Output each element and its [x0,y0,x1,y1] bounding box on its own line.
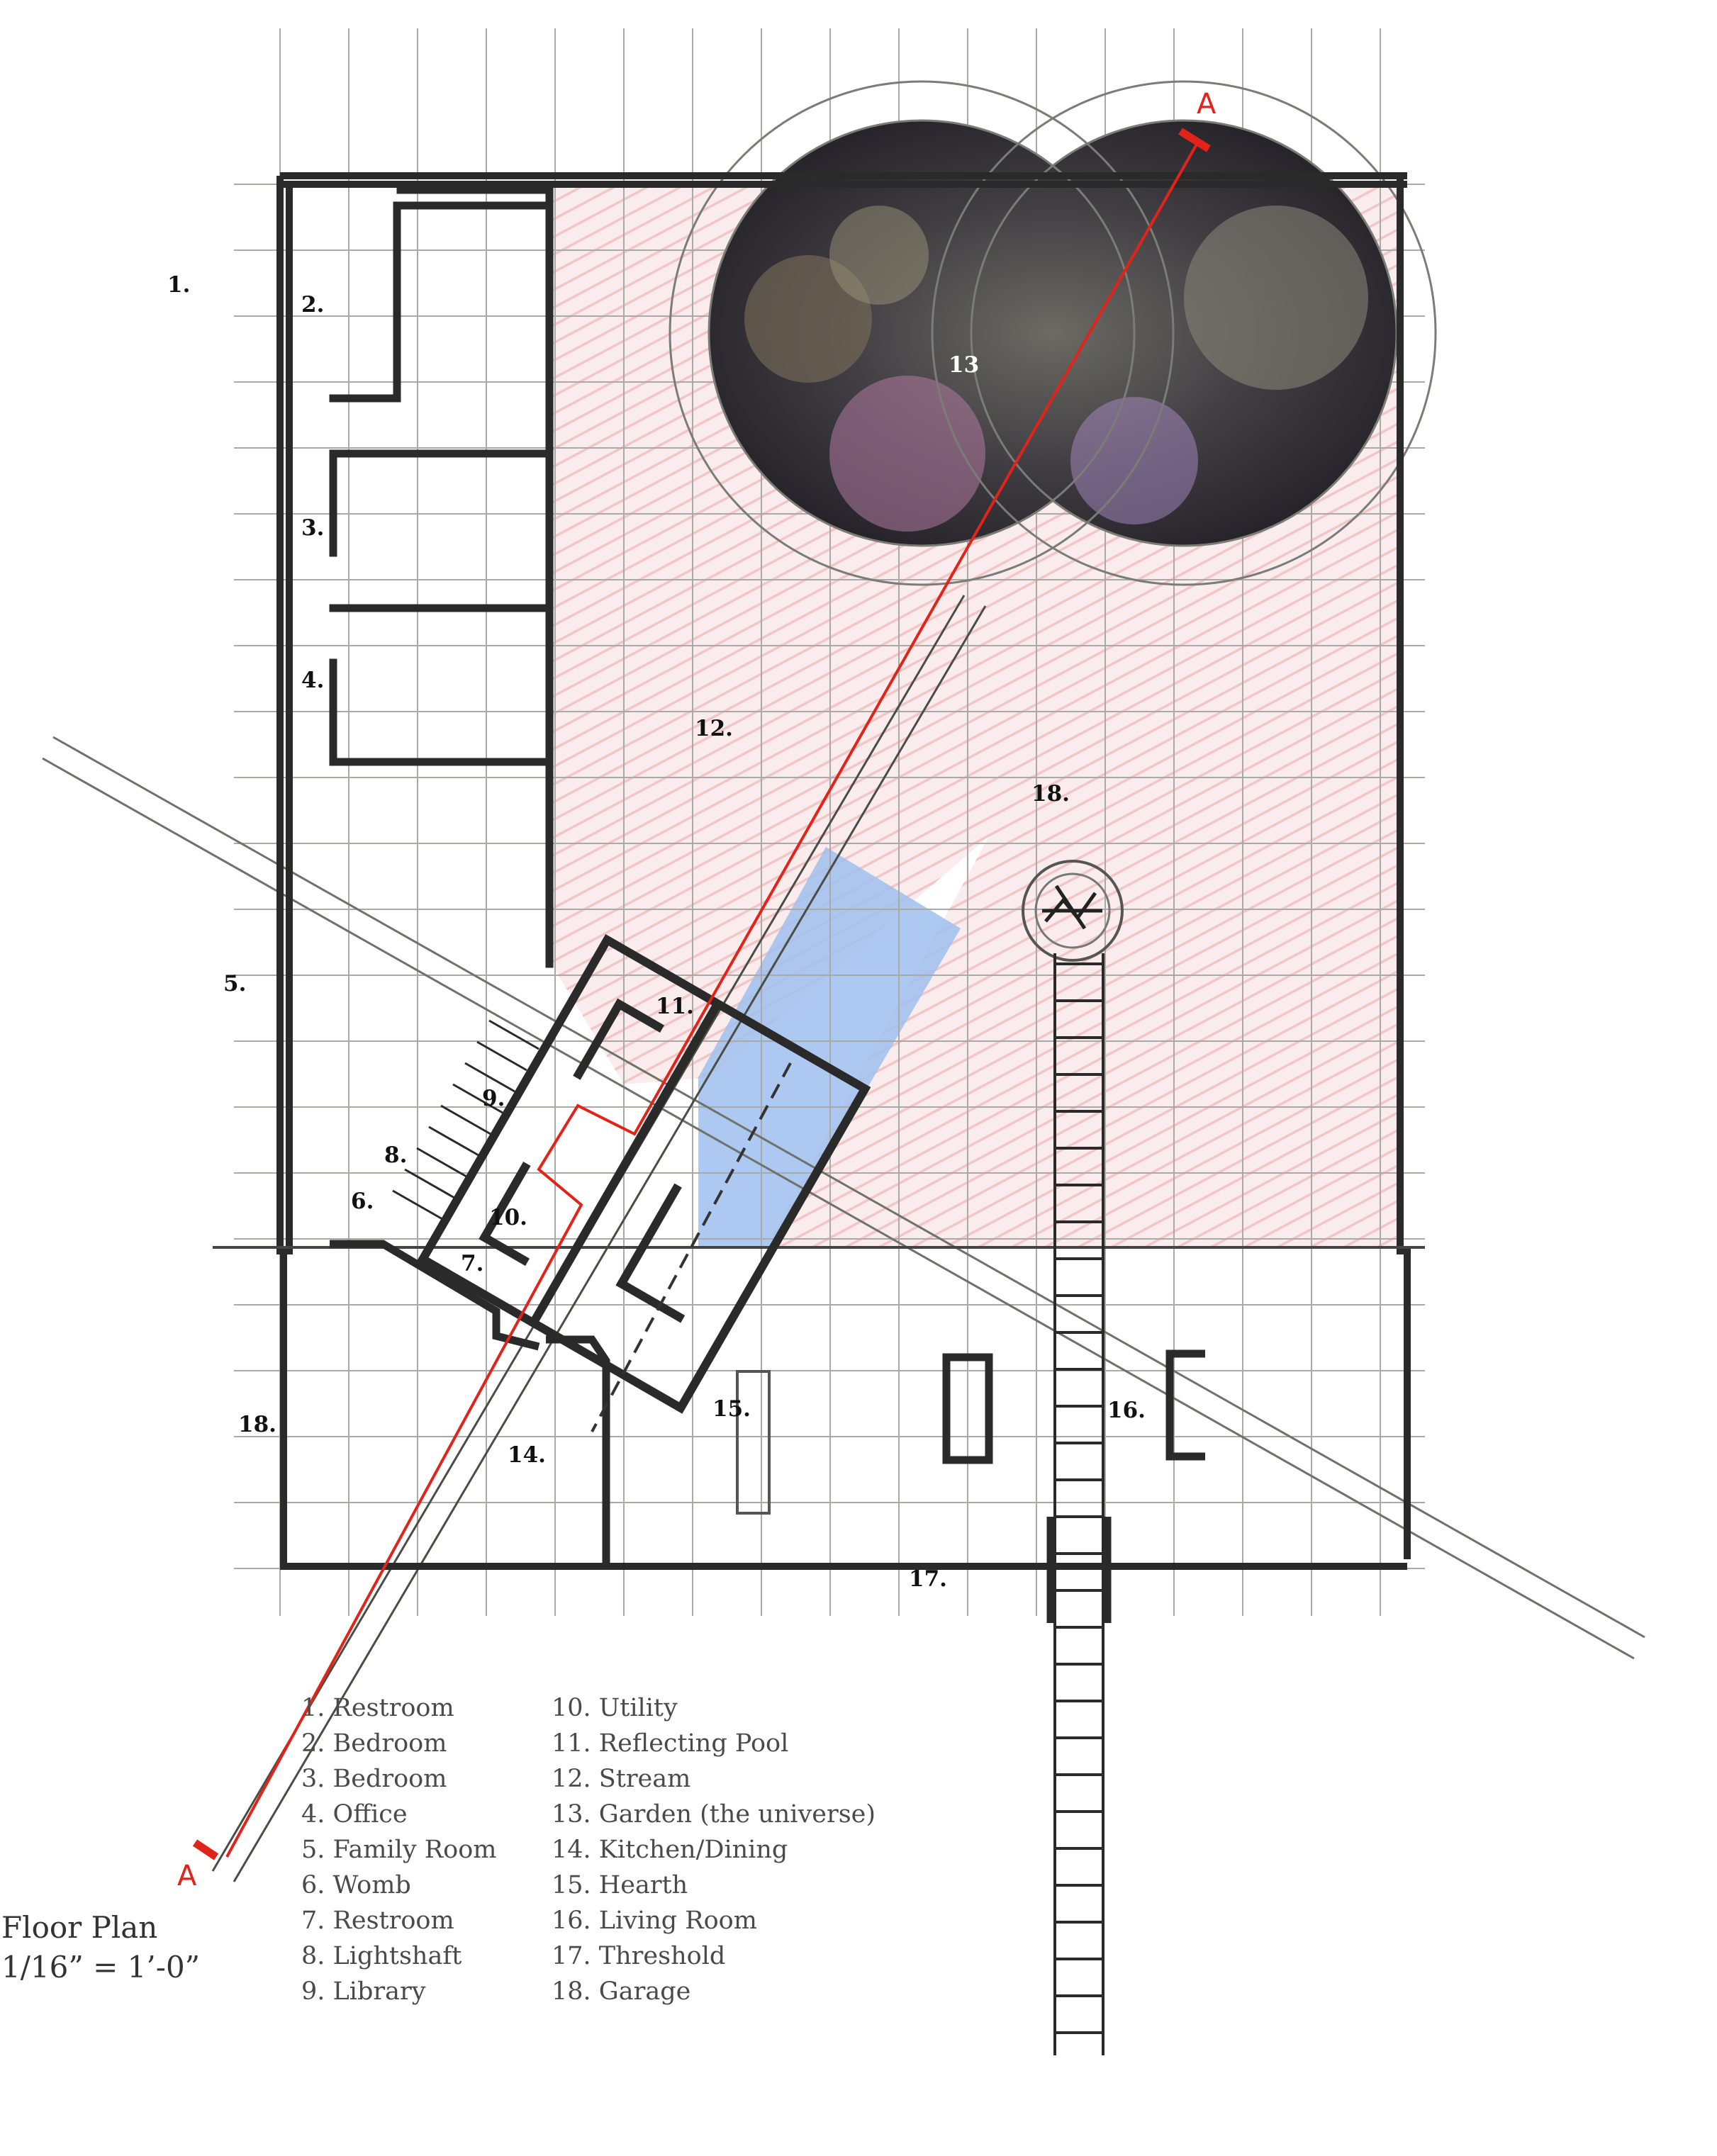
tree-icon [1022,860,1124,962]
dashed-line [591,1062,792,1432]
label-library-9: 9. [482,1086,505,1111]
legend-item: 3. Bedroom [301,1765,447,1793]
hearth [736,1370,771,1515]
legend-item: 5. Family Room [301,1836,497,1864]
legend-item: 8. Lightshaft [301,1942,462,1970]
legend-item: 6. Womb [301,1871,411,1899]
label-hearth-15: 15. [712,1396,751,1422]
stair-tread [476,1040,527,1072]
legend-item: 13. Garden (the universe) [552,1800,876,1829]
label-kitchen-dining-14: 14. [508,1442,546,1468]
plan-title: Floor Plan [1,1910,158,1945]
label-stream-12: 12. [695,716,733,741]
stair-tread [488,1019,539,1050]
label-utility-10: 10. [489,1205,527,1230]
legend-item: 14. Kitchen/Dining [552,1836,788,1864]
section-line-a [192,128,1211,1860]
core-block [417,933,871,1414]
label-garage-18-top: 18. [1031,781,1070,807]
legend-item: 12. Stream [552,1765,691,1793]
stair-tread [404,1168,455,1199]
legend-item: 10. Utility [552,1694,678,1722]
label-bedroom-2: 2. [301,292,324,318]
interior-walls [329,186,554,968]
label-reflecting-pool-11: 11. [656,994,694,1019]
legend-item: 2. Bedroom [301,1729,447,1758]
garden-universe-image [709,120,1397,546]
label-threshold-17: 17. [909,1566,947,1592]
legend-item: 7. Restroom [301,1907,454,1935]
plan-caption: Floor Plan 1/16” = 1’-0” [1,1908,200,1987]
legend-item: 15. Hearth [552,1871,688,1899]
legend-column-2: 10. Utility 11. Reflecting Pool 12. Stre… [552,1690,876,2009]
label-garden-13: 13 [949,352,979,378]
stair-tread [452,1083,503,1114]
stair-tread [416,1147,467,1178]
section-marker-bottom: A [177,1860,197,1892]
legend-item: 11. Reflecting Pool [552,1729,789,1758]
legend-item: 1. Restroom [301,1694,454,1722]
library-stairs [392,1019,539,1220]
legend-item: 4. Office [301,1800,408,1829]
label-womb-6: 6. [351,1189,374,1214]
label-office-4: 4. [301,668,324,693]
lower-walls [330,1240,1205,1566]
threshold-walkway [1053,953,1104,2055]
legend-item: 9. Library [301,1977,426,2006]
legend-item: 17. Threshold [552,1942,726,1970]
label-lightshaft-8: 8. [384,1142,407,1168]
stair-tread [428,1125,479,1157]
label-restroom-7: 7. [461,1251,483,1276]
stair-tread [440,1104,491,1135]
label-family-room-5: 5. [223,971,246,996]
label-restroom-1: 1. [167,272,190,298]
label-bedroom-3: 3. [301,515,324,541]
legend-item: 16. Living Room [552,1907,757,1935]
legend-column-1: 1. Restroom 2. Bedroom 3. Bedroom 4. Off… [301,1690,496,2009]
plan-scale: 1/16” = 1’-0” [1,1950,201,1984]
label-garage-18: 18. [238,1412,276,1437]
diagonal-guideline [42,736,1645,1660]
stair-tread [392,1189,443,1220]
exterior-walls [276,172,1411,1570]
section-marker-top: A [1197,88,1217,120]
stair-tread [464,1062,515,1093]
label-living-room-16: 16. [1107,1398,1146,1423]
legend-item: 18. Garage [552,1977,691,2006]
